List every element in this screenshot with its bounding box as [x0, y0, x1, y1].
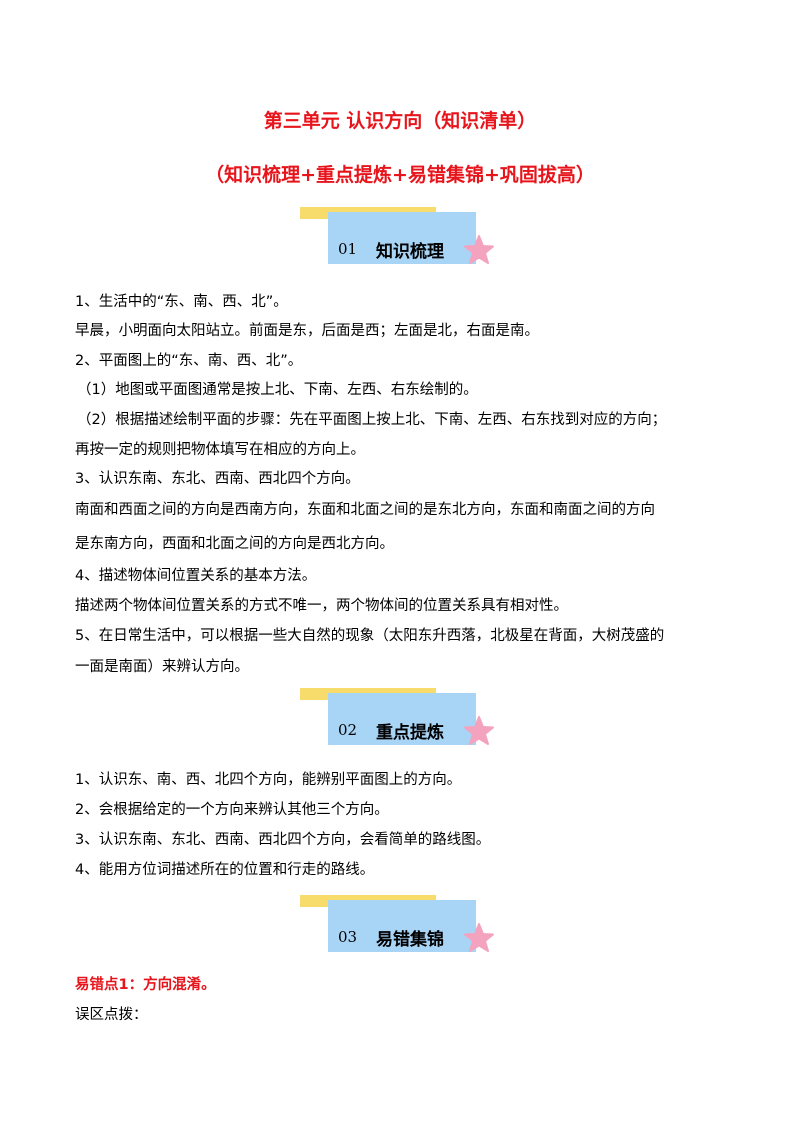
section-number: 03: [338, 928, 358, 946]
section-banner-01: 01 知识梳理: [300, 207, 500, 269]
knowledge-line: 描述两个物体间位置关系的方式不唯一，两个物体间的位置关系具有相对性。: [75, 598, 568, 614]
knowledge-line: 再按一定的规则把物体填写在相应的方向上。: [75, 442, 365, 458]
knowledge-line: 3、认识东南、东北、西南、西北四个方向。: [75, 471, 360, 487]
section-number: 02: [338, 721, 358, 739]
knowledge-line: 一面是南面）来辨认方向。: [75, 659, 249, 675]
key-point-line: 2、会根据给定的一个方向来辨认其他三个方向。: [75, 802, 389, 818]
section-name: 重点提炼: [376, 723, 444, 743]
knowledge-line: 4、描述物体间位置关系的基本方法。: [75, 568, 317, 584]
section-name: 易错集锦: [376, 930, 444, 950]
banner-blue-block: [328, 900, 476, 952]
section-banner-03: 03 易错集锦: [300, 895, 500, 957]
banner-blue-block: [328, 212, 476, 264]
knowledge-line: 5、在日常生活中，可以根据一些大自然的现象（太阳东升西落，北极星在背面，大树茂盛…: [75, 628, 665, 644]
section-name: 知识梳理: [376, 242, 444, 262]
star-icon: [464, 235, 494, 264]
knowledge-line: （2）根据描述绘制平面的步骤：先在平面图上按上北、下南、左西、右东找到对应的方向…: [77, 412, 667, 428]
key-point-line: 3、认识东南、东北、西南、西北四个方向，会看简单的路线图。: [75, 832, 491, 848]
knowledge-line: 早晨，小明面向太阳站立。前面是东，后面是西；左面是北，右面是南。: [75, 323, 539, 339]
key-point-line: 1、认识东、南、西、北四个方向，能辨别平面图上的方向。: [75, 772, 462, 788]
section-banner-02: 02 重点提炼: [300, 688, 500, 750]
knowledge-line: 2、平面图上的“东、南、西、北”。: [75, 353, 303, 369]
section-number: 01: [338, 240, 358, 258]
banner-blue-block: [328, 693, 476, 745]
key-point-line: 4、能用方位词描述所在的位置和行走的路线。: [75, 862, 375, 878]
knowledge-line: 南面和西面之间的方向是西南方向，东面和北面之间的是东北方向，东面和南面之间的方向: [75, 502, 655, 518]
error-point-title: 易错点1：方向混淆。: [75, 977, 216, 993]
star-icon: [464, 716, 494, 745]
star-icon: [464, 923, 494, 952]
knowledge-line: 是东南方向，西面和北面之间的方向是西北方向。: [75, 536, 394, 552]
page-subtitle: （知识梳理+重点提炼+易错集锦+巩固拔高）: [205, 164, 595, 186]
page-title: 第三单元 认识方向（知识清单）: [263, 110, 537, 132]
error-tip-label: 误区点拨：: [75, 1007, 148, 1023]
knowledge-line: （1）地图或平面图通常是按上北、下南、左西、右东绘制的。: [77, 382, 478, 398]
knowledge-line: 1、生活中的“东、南、西、北”。: [75, 294, 288, 310]
